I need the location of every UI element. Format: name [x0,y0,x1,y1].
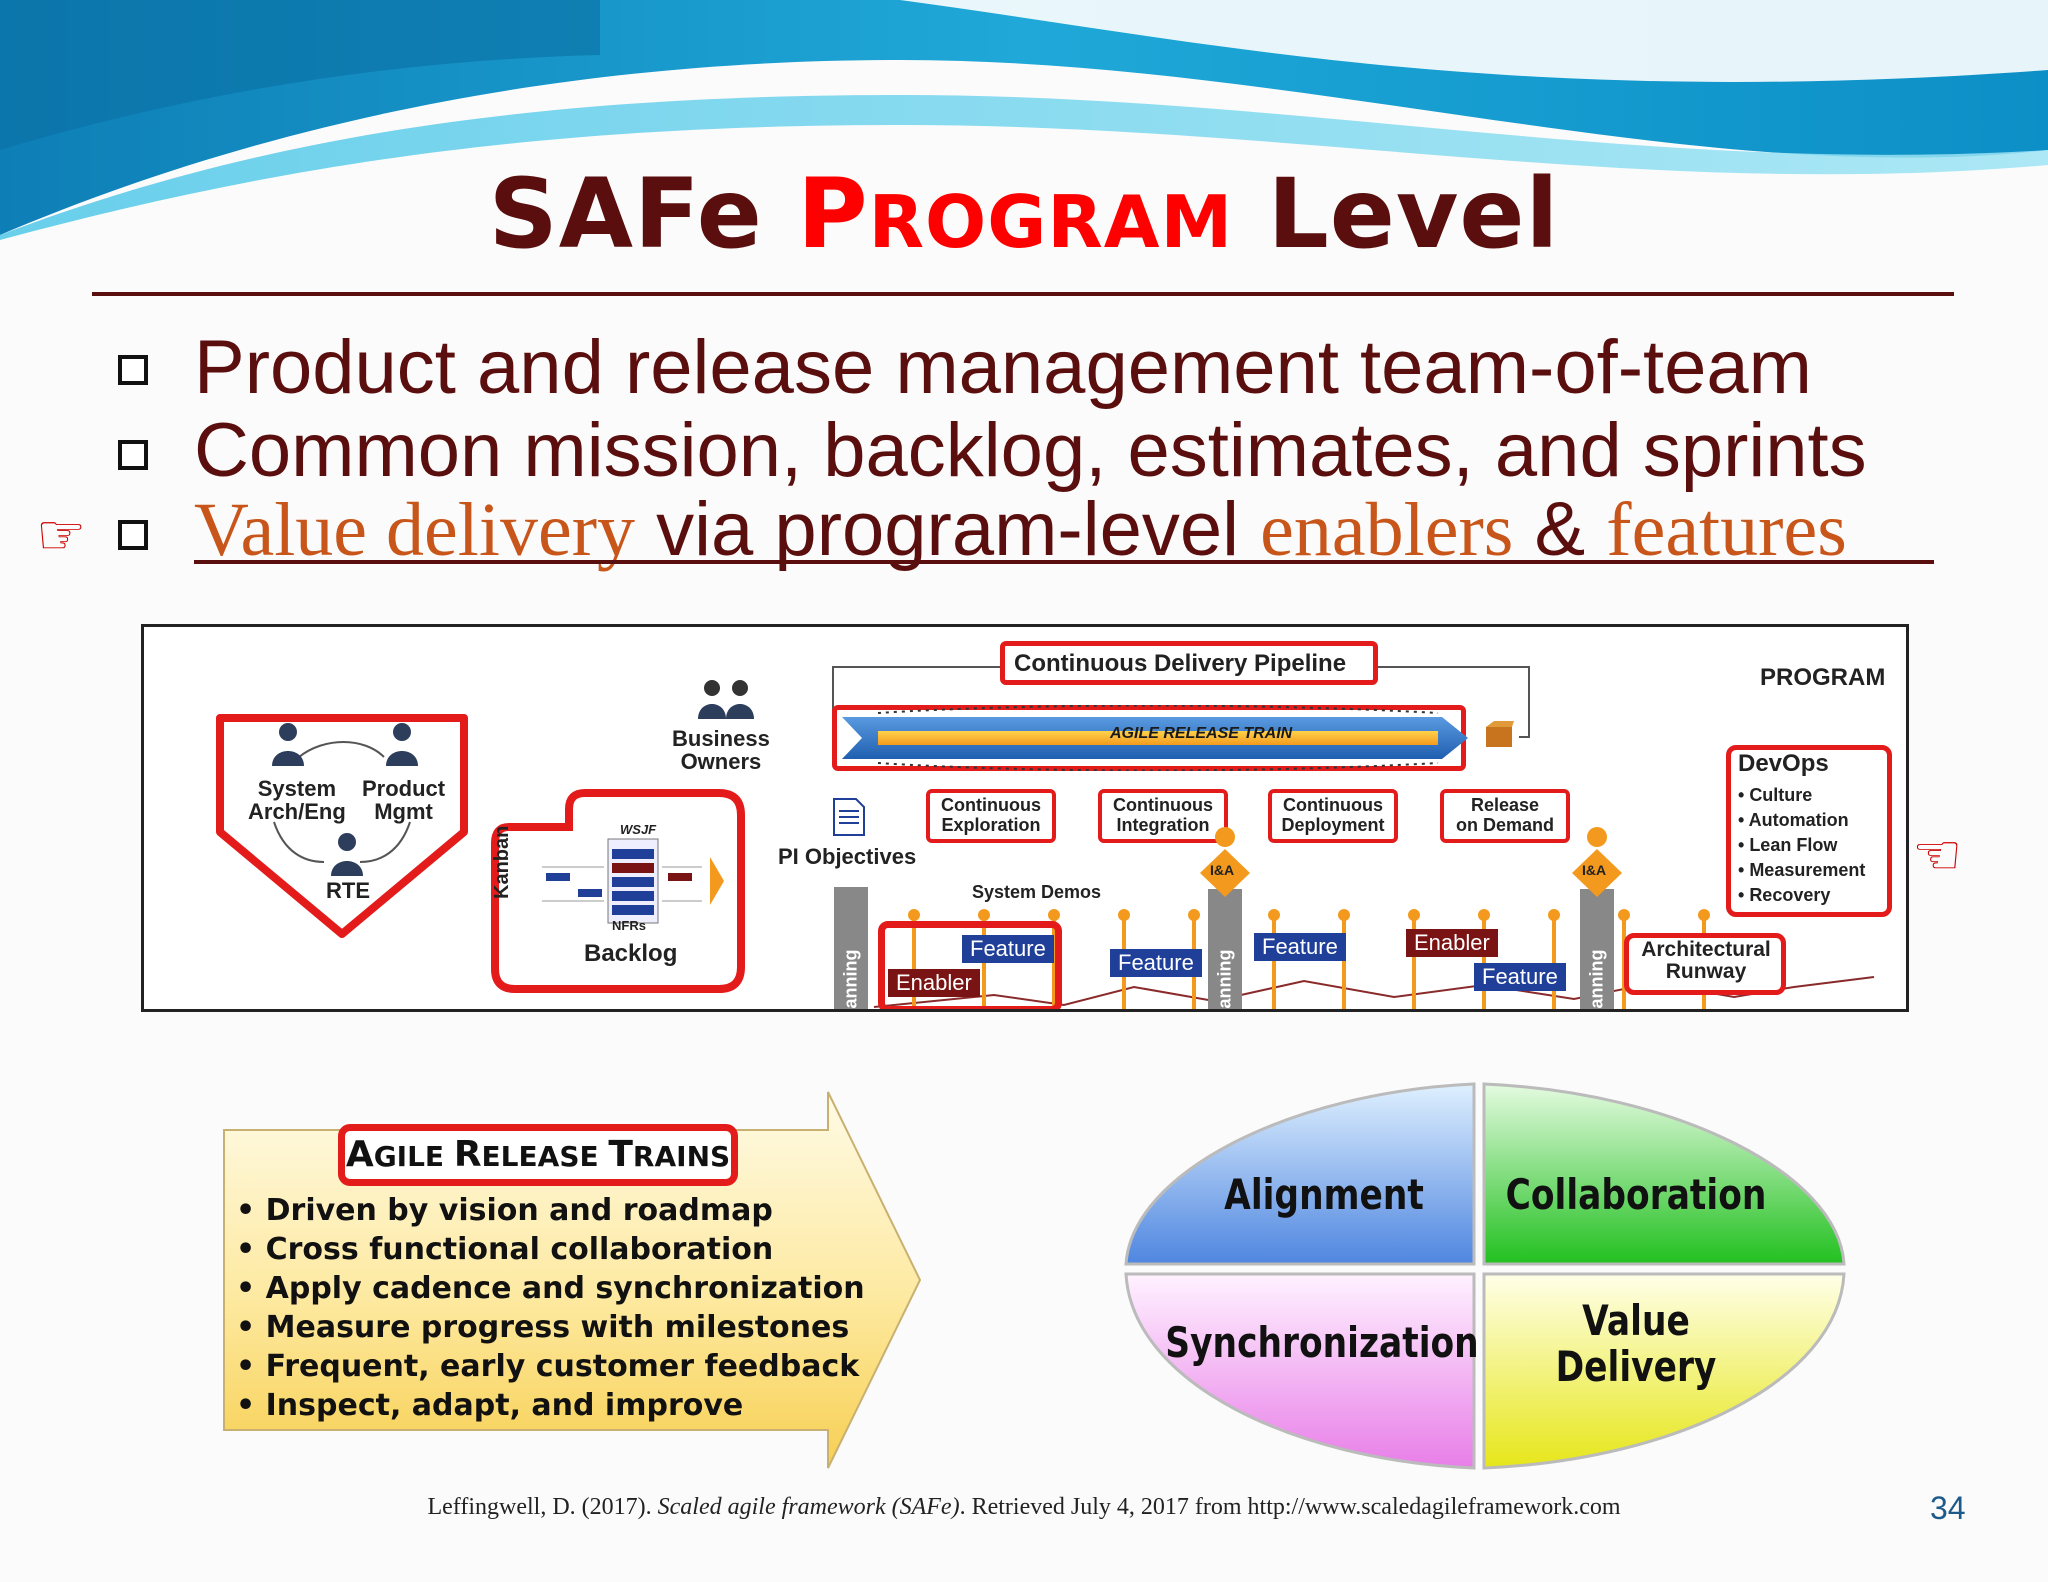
role-rte: RTE [326,878,370,903]
roles-pentagon [216,714,468,938]
kanban-label: Kanban [491,825,513,899]
pi-planning-bar: PI Planning [1580,889,1614,1009]
title-program: PROGRAM [797,158,1234,270]
cdp-box [1000,641,1378,685]
cdp-label: Continuous Delivery Pipeline [1014,650,1347,677]
title-rule [92,292,1954,296]
art-item: • Inspect, adapt, and improve [236,1388,744,1423]
quadrant-alignment: Alignment [1224,1170,1424,1219]
art-item: • Cross functional collaboration [236,1232,774,1267]
feature-chip: Feature [1254,933,1346,962]
art-item: • Frequent, early customer feedback [236,1349,860,1384]
values-quadrant [1124,1082,1846,1470]
art-banner-label: AGILE RELEASE TRAIN [1110,725,1293,742]
art-item: • Driven by vision and roadmap [236,1193,773,1228]
feature-chip: Feature [962,935,1054,964]
art-item: • Measure progress with milestones [236,1310,850,1345]
art-banner [842,705,1468,771]
citation-footer: Leffingwell, D. (2017). Scaled agile fra… [427,1494,1621,1520]
enabler-chip: Enabler [1406,929,1498,958]
pi-objectives-label: PI Objectives [778,844,917,869]
quadrant-synchronization: Synchronization [1165,1318,1479,1367]
header-wave [0,0,2048,240]
ia-milestone-icon [1572,827,1622,897]
art-arrow [223,1091,922,1469]
pi-planning-bar: PI Planning [834,887,868,1009]
enabler-chip: Enabler [888,969,980,998]
title-level: Level [1267,158,1560,270]
pointing-hand-icon: ☞ [1912,823,1963,886]
title-safe: SAFe [488,158,763,270]
feature-chip: Feature [1110,949,1202,978]
system-demos-label: System Demos [972,882,1102,902]
business-owners-icon [698,680,754,719]
quadrant-collaboration: Collaboration [1505,1170,1767,1219]
program-label: PROGRAM [1760,664,1886,691]
ia-milestone-icon [1200,827,1250,897]
bullet-2: Common mission, backlog, estimates, and … [194,408,1867,493]
bullet-3-underline [194,560,1934,564]
person-icon [272,723,304,766]
backlog-label: Backlog [584,940,678,967]
bullet-box [118,355,148,385]
nfrs-label: NFRs [612,918,646,933]
feature-enabler-highlight [878,921,1062,1009]
ia-label: I&A [1582,862,1607,878]
arch-runway-box [1624,933,1786,995]
bullet-box [118,520,148,550]
feature-chip: Feature [1474,963,1566,992]
cdp-bracket [832,666,1530,755]
slide-title: SAFe PROGRAM Level [0,158,2048,270]
person-icon [386,723,418,766]
backlog-stack-icon [542,838,724,924]
pi-planning-bar: PI Planning [1208,889,1242,1009]
bullet-box [118,440,148,470]
devops-list: • Culture • Automation • Lean Flow • Mea… [1738,785,1866,905]
devops-box [1726,745,1892,917]
wsjf-label: WSJF [620,822,657,837]
pointing-hand-icon: ☞ [36,503,87,566]
bullet-3: Value delivery via program-level enabler… [194,487,1847,572]
page-number: 34 [1930,1490,1966,1526]
art-title: AGILE RELEASE TRAINS [338,1124,738,1186]
devops-title: DevOps [1738,750,1829,777]
package-icon [1486,721,1514,747]
art-item: • Apply cadence and synchronization [236,1271,865,1306]
ia-label: I&A [1210,862,1235,878]
person-icon [331,833,363,876]
bullet-1: Product and release management team-of-t… [194,325,1812,410]
document-icon [833,798,865,836]
